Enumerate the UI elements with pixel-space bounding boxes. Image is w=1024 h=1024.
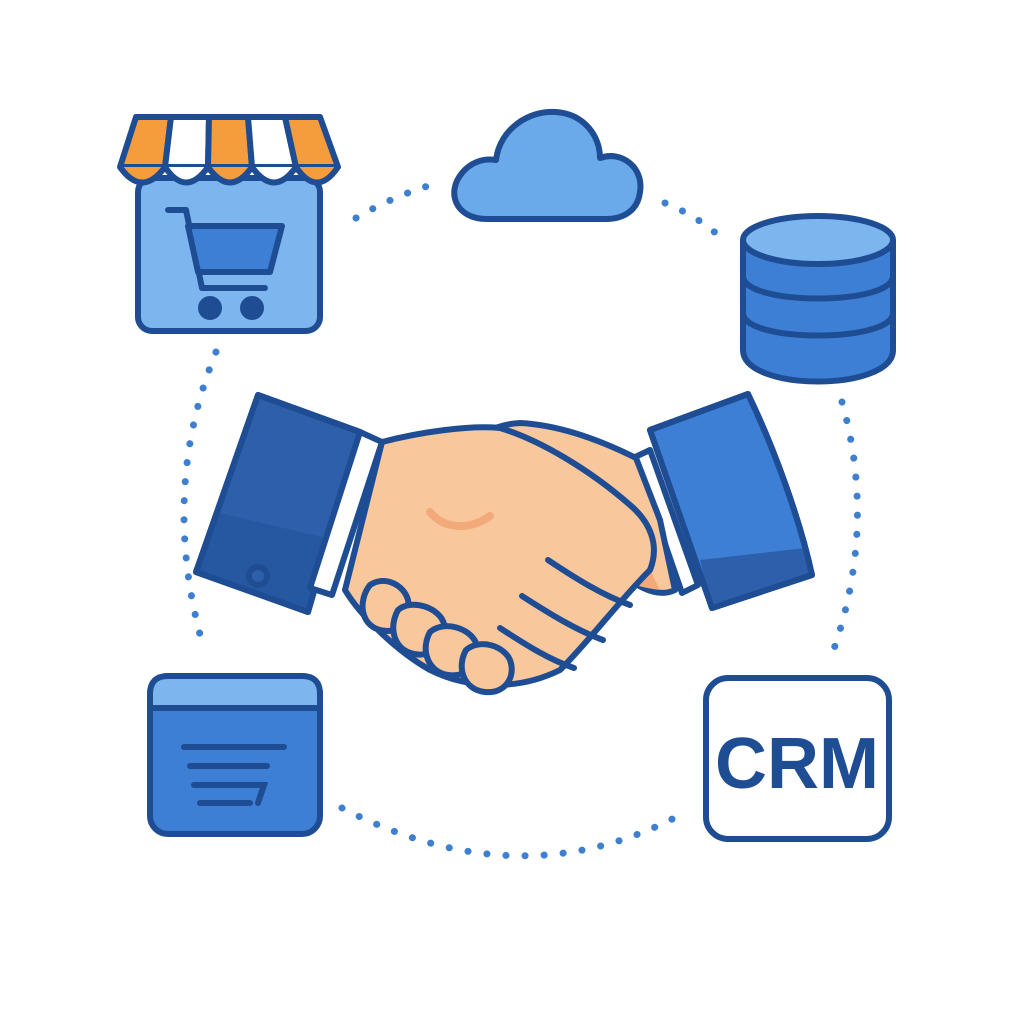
top-hand-fingers [497, 557, 633, 671]
cart-lines-icon [181, 744, 287, 806]
shopping-cart-icon [165, 207, 285, 320]
handshake-icon [193, 391, 815, 696]
web-shop-window-icon [147, 673, 323, 837]
dotted-arc-right [826, 398, 861, 664]
database-icon [740, 213, 896, 385]
storefront-cart-icon [117, 114, 341, 334]
cloud-icon [451, 108, 644, 222]
cufflink-button [246, 564, 270, 588]
crm-badge-icon: CRM [703, 675, 892, 842]
fingers [359, 578, 515, 696]
dotted-arc-top-left [352, 179, 442, 222]
crm-label: CRM [715, 724, 879, 804]
dotted-arc-bottom [338, 804, 684, 860]
left-cuff [307, 429, 385, 598]
dotted-connection-ring [180, 179, 861, 860]
dotted-arc-top-right [661, 199, 722, 239]
dotted-arc-left [180, 348, 220, 646]
